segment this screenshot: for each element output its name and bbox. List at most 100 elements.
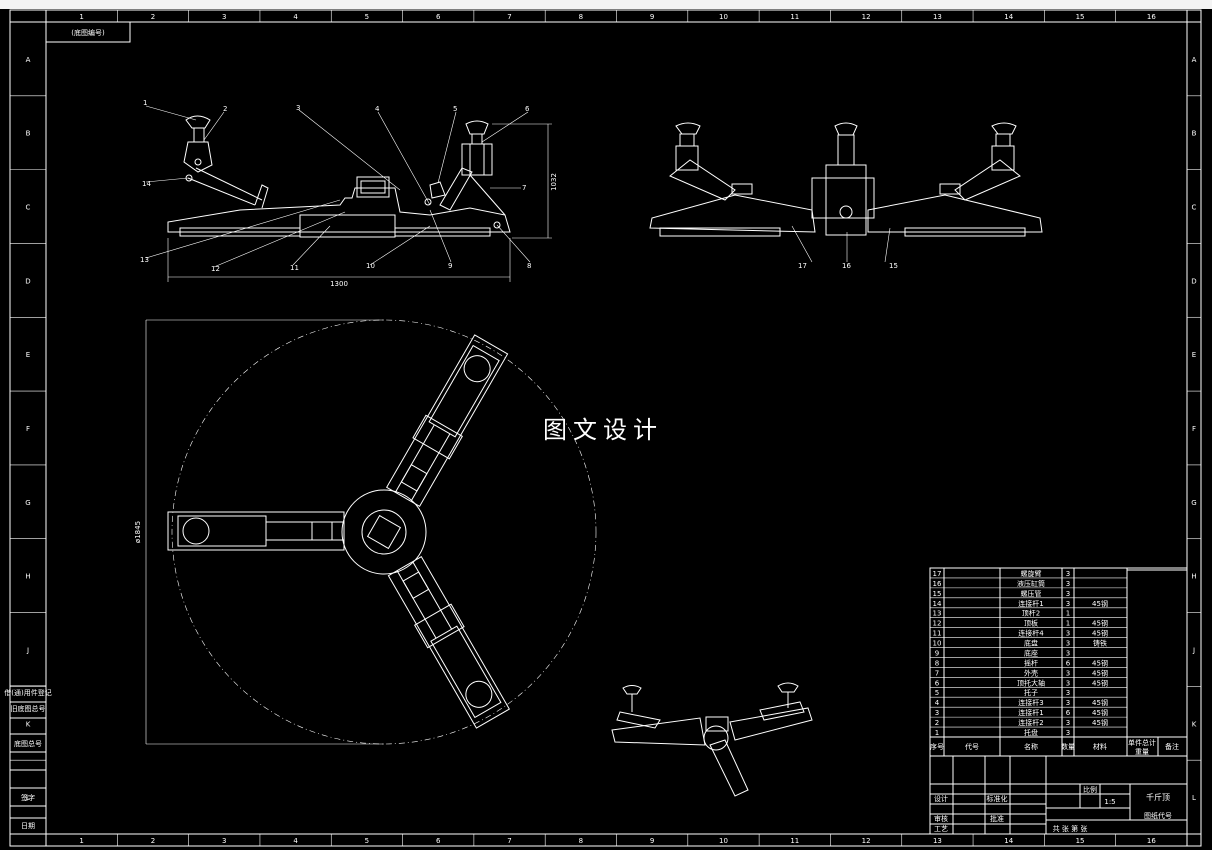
zone-letter: G (1191, 499, 1196, 507)
bom-cell: 45钢 (1092, 718, 1108, 727)
zone-letter: L (1192, 794, 1196, 802)
zone-letter: H (25, 573, 30, 581)
bom-cell: 45钢 (1092, 599, 1108, 608)
zone-letter: L (26, 794, 30, 802)
zone-number: 12 (862, 13, 871, 21)
zone-number: 6 (436, 13, 441, 21)
callout-label: 13 (140, 256, 149, 264)
callout-label: 14 (142, 180, 151, 188)
zone-letter: E (26, 351, 30, 359)
bom-cell: 托盘 (1024, 728, 1038, 737)
bom-cell: 连接杆3 (1018, 698, 1043, 707)
bom-cell: 3 (1066, 699, 1070, 707)
bom-header-remark: 备注 (1165, 742, 1179, 751)
bom-cell: 45钢 (1092, 678, 1108, 687)
bom-cell: 6 (935, 679, 940, 687)
zone-number: 7 (507, 837, 511, 845)
bom-cell: 连接杆1 (1018, 708, 1043, 717)
bom-cell: 1 (1066, 610, 1070, 618)
zone-number: 6 (436, 837, 441, 845)
zone-number: 4 (293, 837, 298, 845)
bom-cell: 3 (1066, 679, 1070, 687)
top-view: ø1845 (134, 319, 597, 745)
bom-cell: 3 (1066, 649, 1070, 657)
bom-cell: 3 (1066, 669, 1070, 677)
zone-letter: J (1192, 646, 1195, 654)
bom-cell: 3 (1066, 630, 1070, 638)
bom-cell: 底盘 (1024, 639, 1038, 648)
bom-header-code: 代号 (965, 742, 979, 751)
bom-cell: 5 (935, 689, 939, 697)
bom-cell: 连接杆2 (1018, 718, 1043, 727)
left-strip-label: 借(通)用件登记 (4, 688, 51, 697)
zone-letter: B (26, 130, 31, 138)
bom-cell: 铸铁 (1093, 639, 1107, 648)
bom-cell: 45钢 (1092, 658, 1108, 667)
title-sheet: 共 张 第 张 (1053, 824, 1088, 833)
zone-number: 1 (79, 837, 83, 845)
bom-cell: 1 (935, 729, 939, 737)
zone-number: 13 (933, 837, 942, 845)
title-check: 审核 (934, 814, 948, 823)
left-strip-label: 旧底图总号 (11, 704, 46, 713)
zone-letter: E (1192, 351, 1196, 359)
zone-letter: A (26, 56, 31, 64)
left-strip-label: 底图总号 (14, 739, 42, 748)
zone-number: 3 (222, 837, 226, 845)
zone-letter: K (1192, 720, 1197, 728)
bom-header-no: 序号 (930, 742, 944, 751)
bom-cell: 3 (1066, 689, 1070, 697)
callout-label: 9 (448, 262, 452, 270)
zone-letter: C (26, 204, 31, 212)
bom-header-weight: 单件总计 (1128, 738, 1156, 747)
bom-cell: 14 (933, 600, 942, 608)
callout-label: 10 (366, 262, 375, 270)
bom-header-weight2: 重量 (1135, 748, 1149, 756)
side-view: 1300 1032 1 2 3 4 5 6 7 8 9 10 11 12 13 … (140, 99, 558, 288)
zone-number: 8 (579, 13, 583, 21)
zone-number: 2 (151, 837, 155, 845)
callout-label: 16 (842, 262, 851, 270)
zone-number: 9 (650, 837, 654, 845)
callout-label: 3 (296, 104, 300, 112)
bom-cell: 6 (1066, 709, 1071, 717)
callout-label: 8 (527, 262, 531, 270)
zone-number: 15 (1076, 837, 1085, 845)
bom-cell: 15 (933, 590, 942, 598)
zone-number: 15 (1076, 13, 1085, 21)
bom-cell: 底座 (1024, 648, 1038, 657)
zone-number: 2 (151, 13, 155, 21)
front-view: 17 16 15 (649, 122, 1043, 270)
bom-header-qty: 数量 (1061, 742, 1075, 751)
zone-number: 11 (790, 837, 799, 845)
left-strip: 借(通)用件登记 旧底图总号 底图总号 签字 日期 (4, 685, 52, 835)
zone-number: 12 (862, 837, 871, 845)
bom-header-name: 名称 (1024, 742, 1038, 751)
callout-label: 2 (223, 105, 227, 113)
zone-number: 3 (222, 13, 226, 21)
bom-cell: 3 (1066, 719, 1070, 727)
bom-cell: 45钢 (1092, 629, 1108, 638)
bom-cell: 3 (1066, 600, 1070, 608)
bom-cell: 顶托大轴 (1017, 678, 1045, 687)
zone-number: 14 (1004, 13, 1013, 21)
callout-label: 5 (453, 105, 457, 113)
zone-grid-ticks (10, 10, 1201, 846)
app-top-strip (0, 0, 1212, 9)
zone-letter: J (26, 646, 29, 654)
zone-number: 10 (719, 837, 728, 845)
bom-cell: 3 (935, 709, 939, 717)
isometric-view (611, 682, 813, 797)
zone-number: 5 (365, 837, 369, 845)
outer-frame (9, 9, 1202, 847)
zone-letter: G (25, 499, 30, 507)
bom-cell: 摇杆 (1024, 658, 1038, 667)
title-scale-label: 比例 (1083, 785, 1097, 794)
bom-cell: 顶板 (1024, 619, 1038, 628)
zone-number: 9 (650, 13, 654, 21)
bom-cell: 3 (1066, 640, 1070, 648)
title-process: 工艺 (934, 825, 948, 833)
bom-cell: 45钢 (1092, 619, 1108, 628)
